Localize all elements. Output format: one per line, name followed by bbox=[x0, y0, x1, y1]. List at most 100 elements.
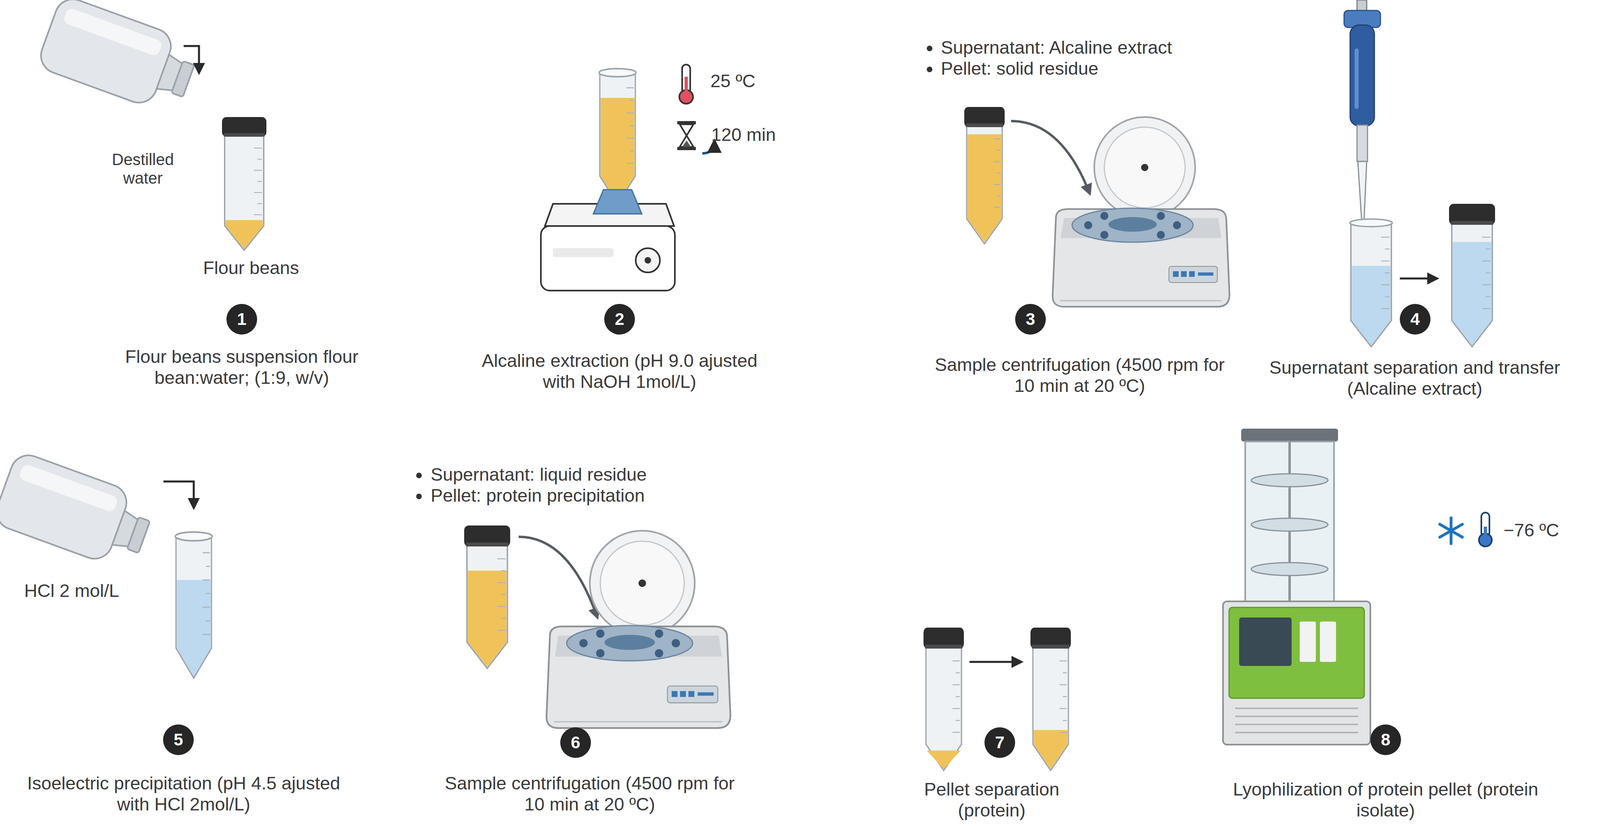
lyophilizer-part bbox=[1229, 607, 1365, 699]
condition-label: 25 ºC bbox=[710, 70, 756, 92]
tube-part bbox=[993, 138, 1001, 208]
tube-part bbox=[464, 525, 511, 547]
step-number-circle: 6 bbox=[560, 727, 591, 759]
tube-part bbox=[253, 148, 262, 215]
lyophilizer-part-part bbox=[1235, 715, 1359, 718]
tube-part bbox=[952, 661, 960, 733]
tube-part bbox=[175, 531, 213, 541]
tube-part bbox=[967, 134, 1002, 243]
lyophilizer-part bbox=[1299, 621, 1316, 662]
tube-part bbox=[1033, 730, 1068, 770]
hourglass-icon bbox=[677, 121, 715, 154]
tube-part bbox=[467, 570, 507, 667]
tube bbox=[923, 627, 964, 771]
tube-part bbox=[175, 536, 212, 679]
lyophilizer-part-part bbox=[1235, 731, 1359, 734]
tube-part bbox=[1452, 241, 1492, 346]
bullet-text: Supernatant: Alcaline extract bbox=[940, 37, 1173, 59]
stirrer-holder bbox=[593, 189, 642, 214]
lyophilizer-part bbox=[1319, 621, 1337, 662]
pipette-part bbox=[1357, 125, 1368, 162]
step-number: 3 bbox=[1025, 309, 1035, 329]
lyophilizer-part bbox=[1235, 708, 1359, 733]
thermometer-icon bbox=[1478, 512, 1492, 547]
transfer-arrow bbox=[969, 661, 1022, 664]
water-bottle bbox=[35, 0, 202, 118]
lyophilizer-part-part bbox=[1251, 473, 1328, 487]
centrifuge-part bbox=[546, 530, 731, 729]
bullet bbox=[416, 472, 422, 500]
bullet bbox=[926, 45, 933, 73]
reagent-label: Destilled water bbox=[92, 150, 194, 188]
step-number: 1 bbox=[236, 309, 247, 329]
lyophilizer-part-part bbox=[1251, 518, 1328, 532]
centrifuge bbox=[1052, 117, 1230, 307]
snowflake-icon-part bbox=[1439, 524, 1463, 538]
lyophilizer-part-part bbox=[1251, 562, 1328, 576]
magnetic-stirrer-part bbox=[644, 257, 652, 264]
step-number: 5 bbox=[173, 730, 183, 750]
tube bbox=[221, 117, 267, 251]
transfer-arrow bbox=[518, 536, 598, 618]
thermometer-icon bbox=[679, 64, 694, 104]
sample-label: Flour beans bbox=[166, 257, 336, 279]
bullet-text: Pellet: protein precipitation bbox=[430, 485, 645, 507]
tube bbox=[598, 68, 637, 204]
transfer-arrow bbox=[1399, 277, 1437, 280]
step-caption: Flour beans suspension flour bean:water;… bbox=[88, 346, 396, 389]
step-number-circle: 1 bbox=[226, 303, 258, 335]
tube-part bbox=[176, 580, 211, 677]
step-number-circle: 5 bbox=[163, 724, 194, 756]
acid-bottle bbox=[0, 450, 158, 574]
bullet-text: Supernatant: liquid residue bbox=[430, 464, 647, 486]
tube-part bbox=[1032, 646, 1069, 771]
tube-part bbox=[1059, 661, 1067, 733]
step-number: 7 bbox=[994, 732, 1005, 753]
snowflake-icon bbox=[1439, 517, 1463, 544]
lyophilizer-part bbox=[1223, 601, 1371, 745]
condition-label: −76 ºC bbox=[1503, 519, 1560, 541]
magnetic-stirrer-part bbox=[635, 248, 660, 273]
step-number: 2 bbox=[614, 309, 625, 329]
tube-part bbox=[224, 134, 264, 251]
step-caption: Alcaline extraction (pH 9.0 ajusted with… bbox=[474, 350, 765, 393]
tube-part bbox=[202, 552, 210, 635]
magnetic-stirrer-part bbox=[540, 226, 675, 291]
tube bbox=[464, 525, 511, 669]
bullet-part bbox=[416, 493, 422, 500]
water-bottle-part bbox=[35, 0, 202, 118]
tube-part bbox=[600, 98, 635, 203]
magnetic-stirrer-part bbox=[552, 248, 614, 258]
step-number: 4 bbox=[1410, 309, 1420, 329]
tube-part bbox=[1350, 219, 1393, 227]
pour-arrow bbox=[163, 481, 194, 508]
tube-part bbox=[598, 68, 637, 77]
centrifuge-part bbox=[1052, 117, 1230, 307]
step-number-circle: 8 bbox=[1370, 724, 1402, 756]
step-caption: Supernatant separation and transfer (Alc… bbox=[1239, 357, 1591, 400]
thermometer-icon-part bbox=[1483, 526, 1487, 539]
bullet-text: Pellet: solid residue bbox=[940, 58, 1099, 80]
lyophilizer-part bbox=[1239, 617, 1292, 666]
step-number-circle: 4 bbox=[1399, 303, 1431, 335]
tube bbox=[1350, 219, 1393, 347]
tube-part bbox=[966, 125, 1003, 244]
tube-part bbox=[1381, 237, 1390, 309]
pipette-part bbox=[1354, 48, 1359, 109]
acid-bottle-part bbox=[0, 450, 158, 574]
lyophilizer-part-part bbox=[1235, 707, 1359, 710]
bullet-part bbox=[416, 472, 422, 479]
hourglass-icon-part bbox=[682, 140, 692, 147]
tube-part bbox=[964, 106, 1005, 128]
pour-arrow bbox=[183, 46, 199, 73]
lyophilizer-part-part bbox=[1235, 723, 1359, 726]
centrifuge bbox=[546, 530, 731, 729]
lyophilizer bbox=[1223, 428, 1371, 745]
lyophilizer-part bbox=[1241, 428, 1339, 442]
tube bbox=[175, 531, 213, 679]
tube-part bbox=[1030, 627, 1071, 649]
tube bbox=[964, 106, 1005, 244]
pipette bbox=[1344, 0, 1381, 243]
